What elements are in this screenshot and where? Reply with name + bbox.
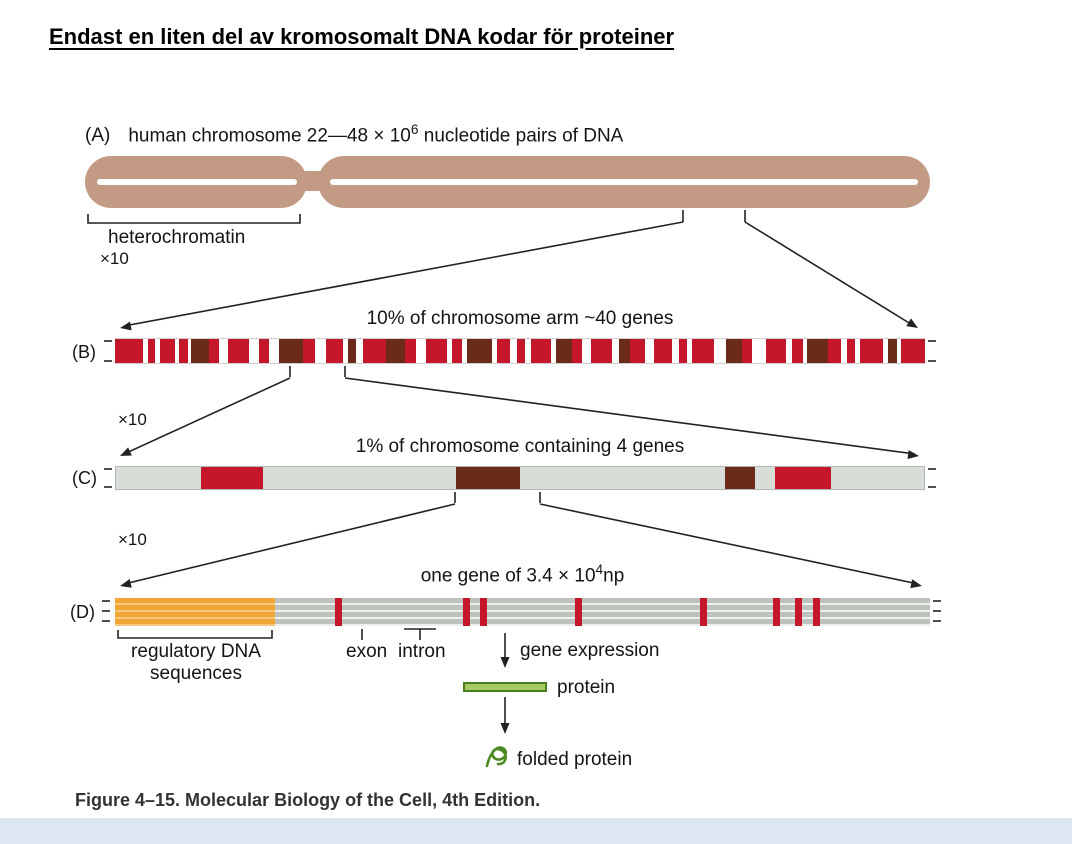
chromatid-stripe-left bbox=[97, 179, 297, 185]
gene-segment bbox=[618, 339, 631, 363]
protein-bar bbox=[463, 682, 547, 692]
gene-segment bbox=[591, 339, 613, 363]
gene-segment bbox=[302, 339, 316, 363]
gene-segment bbox=[725, 339, 742, 363]
exon-stripe bbox=[480, 598, 488, 626]
exon-stripe bbox=[335, 598, 343, 626]
slide-title: Endast en liten del av kromosomalt DNA k… bbox=[49, 24, 675, 49]
gene-segment bbox=[691, 339, 715, 363]
gene-segment bbox=[516, 339, 525, 363]
gene-segment bbox=[191, 339, 209, 363]
gene-segment bbox=[571, 339, 582, 363]
panel-b-heading: 10% of chromosome arm ~40 genes bbox=[366, 308, 674, 329]
gene-segment bbox=[278, 339, 303, 363]
gene-segment bbox=[325, 339, 344, 363]
gene-segment bbox=[678, 339, 687, 363]
gene-segment bbox=[404, 339, 417, 363]
protein-label: protein bbox=[557, 677, 616, 698]
zoom-ticks-a bbox=[682, 210, 746, 222]
gene-segment bbox=[887, 339, 898, 363]
exon-intron-leaders bbox=[361, 628, 436, 640]
gene-segment bbox=[792, 339, 804, 363]
zoom-x10-label-a: ×10 bbox=[100, 249, 129, 268]
chromatid-stripe-right bbox=[330, 179, 918, 185]
heterochromatin-bracket bbox=[87, 214, 301, 224]
gene-segment bbox=[466, 339, 493, 363]
panel-b-label: (B) bbox=[72, 342, 96, 362]
gene-segment bbox=[766, 339, 786, 363]
folded-protein-icon bbox=[485, 746, 508, 768]
bar-chromosome-1pct bbox=[115, 466, 925, 490]
gene-segment bbox=[900, 339, 925, 363]
regulatory-dna-label: regulatory DNA sequences bbox=[131, 641, 261, 684]
panel-d-label: (D) bbox=[70, 602, 95, 622]
zoom-x10-label-b: ×10 bbox=[118, 410, 147, 429]
gene-expression-arrow bbox=[500, 633, 510, 668]
gene-segment bbox=[741, 339, 752, 363]
exon-stripe bbox=[772, 598, 781, 626]
regulatory-region bbox=[115, 598, 275, 626]
gene-segment bbox=[847, 339, 856, 363]
gene-segment bbox=[160, 339, 175, 363]
exon-stripe bbox=[794, 598, 803, 626]
gene-segment bbox=[531, 339, 551, 363]
exon-label: exon bbox=[346, 641, 388, 662]
gene-segment bbox=[555, 339, 572, 363]
gene-segment bbox=[497, 339, 511, 363]
figure-caption: Figure 4–15. Molecular Biology of the Ce… bbox=[75, 790, 541, 810]
gene-segment bbox=[860, 339, 883, 363]
gene-segment bbox=[806, 339, 828, 363]
bar-one-gene bbox=[115, 598, 930, 626]
gene-segment bbox=[115, 339, 144, 363]
gene-segment bbox=[827, 339, 841, 363]
gene-expression-label: gene expression bbox=[520, 640, 660, 661]
gene-segment bbox=[228, 339, 250, 363]
zoom-x10-label-c: ×10 bbox=[118, 530, 147, 549]
panel-a-heading: (A)human chromosome 22—48 × 106 nucleoti… bbox=[85, 122, 624, 147]
panel-c-heading: 1% of chromosome containing 4 genes bbox=[355, 436, 685, 457]
exon-stripe bbox=[574, 598, 582, 626]
panel-a-label: (A) bbox=[85, 125, 111, 147]
gene-segment bbox=[362, 339, 386, 363]
gene-segment bbox=[426, 339, 448, 363]
exon-stripe bbox=[812, 598, 820, 626]
intron-label: intron bbox=[398, 641, 446, 662]
gene-block bbox=[775, 467, 832, 489]
exon-stripe bbox=[700, 598, 708, 626]
gene-segment bbox=[148, 339, 156, 363]
gene-block bbox=[200, 467, 264, 489]
gene-segment bbox=[385, 339, 405, 363]
gene-segment bbox=[259, 339, 269, 363]
panel-d-heading: one gene of 3.4 × 104np bbox=[420, 562, 625, 587]
gene-block bbox=[725, 467, 756, 489]
bottom-band bbox=[0, 818, 1072, 844]
heterochromatin-label: heterochromatin bbox=[108, 227, 246, 248]
gene-segment bbox=[178, 339, 188, 363]
gene-segment bbox=[654, 339, 673, 363]
gene-block bbox=[456, 467, 520, 489]
gene-segment bbox=[208, 339, 219, 363]
gene-segment bbox=[630, 339, 645, 363]
gene-segment bbox=[348, 339, 357, 363]
folding-arrow bbox=[500, 697, 510, 734]
folded-protein-label: folded protein bbox=[517, 749, 633, 770]
gene-segment bbox=[451, 339, 462, 363]
panel-c-label: (C) bbox=[72, 468, 97, 488]
regulatory-bracket bbox=[117, 630, 273, 639]
exon-stripe bbox=[463, 598, 471, 626]
bar-chromosome-arm bbox=[115, 338, 925, 364]
